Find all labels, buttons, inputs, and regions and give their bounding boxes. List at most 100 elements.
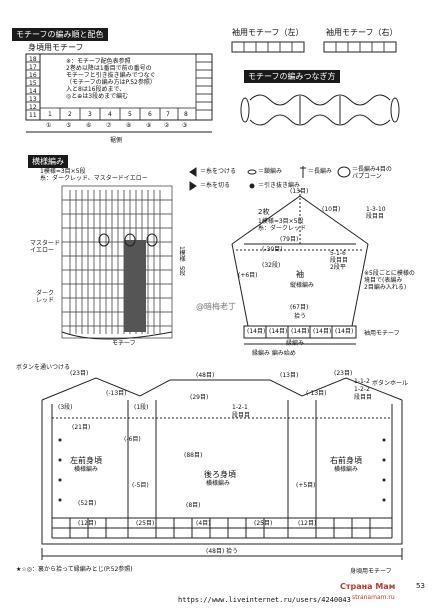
- grid-row-label: 18: [29, 56, 37, 63]
- body-shaping: 1-2-2: [354, 386, 370, 393]
- grid-row-label: 17: [29, 64, 37, 71]
- motif-join-header: モチーフの編みつなぎ方: [244, 70, 340, 83]
- note-line: 1模様=3目×5段: [258, 218, 304, 225]
- body-side-count: (3段): [58, 404, 73, 411]
- border-notes: 1模様=3目×5段 糸：ダークレッド、マスタードイエロー: [40, 168, 148, 182]
- body-side-count: (21目): [72, 424, 91, 431]
- note-line: （モチーフの編み方はP.52参照）: [66, 79, 156, 86]
- cuff-cell: (14目): [247, 328, 266, 335]
- sleeve-motif-left-title: 袖用モチーフ（左）: [232, 28, 304, 37]
- grid-mark: ②: [164, 122, 170, 129]
- body-shaping: 1-1-2: [354, 378, 370, 385]
- darkred-label: ダーク レッド: [36, 290, 55, 304]
- body-bottom-count: (12目): [298, 520, 317, 527]
- note-line: 段目目: [330, 257, 349, 264]
- body-pick-label: 拾う: [226, 548, 239, 555]
- body-top-count: (-13目): [306, 390, 327, 397]
- body-top-count: (23目): [334, 370, 353, 377]
- body-bottom-count: (4目): [196, 520, 211, 527]
- sleeve-top-sub: (10目): [322, 206, 341, 213]
- grid-col-label: 7: [166, 111, 170, 118]
- sleeve-bottom-count: (67目): [290, 304, 309, 311]
- body-bottom-count: (12目): [78, 520, 97, 527]
- sleeve-label: 袖: [296, 270, 304, 279]
- sleeve-row-info: 1-3-10 段目目: [366, 206, 386, 220]
- grid-row-label: 11: [29, 112, 37, 119]
- legend-long: ＝長編み: [308, 168, 333, 175]
- right-front-label: 右前身頃: [330, 456, 362, 465]
- sleeve-count: 2枚: [258, 208, 270, 216]
- watermark: @暗梅老丁: [196, 302, 236, 311]
- body-bottom-count: (25目): [254, 520, 273, 527]
- body-side-count: (+5目): [296, 482, 316, 489]
- note-line: 2巻め以降は1番目で前の番号の: [66, 65, 152, 72]
- body-motif-title: 身頃用モチーフ: [28, 43, 84, 52]
- grid-mark: ⑨: [146, 122, 152, 129]
- note-line: 糸：ダークレッド: [258, 225, 307, 232]
- grid-col-label: 3: [88, 111, 92, 118]
- grid-col-label: 6: [148, 111, 152, 118]
- page-number: 53: [416, 582, 425, 590]
- source-url: https://www.liveinternet.ru/users/424004…: [178, 596, 351, 604]
- cuff-cell: (14目): [313, 328, 332, 335]
- body-top-count: (29目): [190, 394, 209, 401]
- note-line: 糸：ダークレッド、マスタードイエロー: [40, 175, 148, 182]
- sleeve-row-info-2: 5-1-6 段目目 2段平: [330, 250, 348, 271]
- body-top-count: (-6目): [124, 436, 141, 443]
- site-name: Страна Мам: [340, 582, 396, 591]
- back-sub: 横様編み: [206, 480, 231, 487]
- body-side-count: (88目): [184, 452, 203, 459]
- grid-row-label: 15: [29, 80, 37, 87]
- body-shaping: 1-2-1: [232, 404, 248, 411]
- site-url: stranamam.ru: [352, 594, 395, 601]
- body-top-count: (48目): [196, 372, 215, 379]
- note-line: 1模様=3目×5段: [40, 168, 86, 175]
- sleeve-left-plus: (+6目): [238, 272, 258, 279]
- legend-chain: ＝鎖編み: [258, 168, 283, 175]
- grid-row-label: 12: [29, 104, 37, 111]
- body-footnote: ★☆◎：裏から拾って縁編みとじ(P.52参照): [16, 566, 133, 573]
- grid-mark: ⑥: [86, 122, 92, 129]
- grid-row-label: 13: [29, 96, 37, 103]
- body-side-count: (1段): [134, 404, 149, 411]
- body-side-count: (-5目): [132, 482, 149, 489]
- cuff-cell: (14目): [269, 328, 288, 335]
- back-label: 後ろ身頃: [204, 470, 236, 479]
- grid-col-label: 2: [68, 111, 72, 118]
- note-line: ◎と⊕は3段めまで編む: [66, 93, 129, 100]
- legend-popcorn: ＝長編み4目の パプコーン: [352, 166, 392, 180]
- grid-row-label: 14: [29, 88, 37, 95]
- note-line: 入と8は16段めまで、: [66, 86, 126, 93]
- pattern-repeat-label: 1模様: [178, 246, 185, 262]
- legend-slip: ＝引き抜き編み: [258, 182, 301, 189]
- sleeve-side-note: ※5段ごとに模様の 境目で(表編み 2目編み入れる): [364, 270, 415, 291]
- buttonhole-label: ボタンホール: [372, 380, 409, 387]
- body-side-count: (8目): [186, 502, 201, 509]
- body-bottom-count: (48目): [206, 548, 225, 555]
- sleeve-notes: 1模様=3目×5段 糸：ダークレッド: [258, 218, 306, 232]
- right-front-sub: 横様編み: [334, 466, 359, 473]
- note-line: ※：モチーフ配色表参照: [66, 58, 131, 65]
- body-shaping: 段目目: [232, 412, 251, 419]
- body-side-count: (52目): [78, 500, 97, 507]
- hem-side-label: 裾側: [110, 137, 123, 144]
- motif-label: モチーフ: [112, 340, 136, 347]
- sleeve-width: (79目): [280, 236, 299, 243]
- body-shaping: 段目目: [354, 394, 373, 401]
- border-pattern-header: 横様編み: [28, 155, 68, 168]
- mustard-label: マスタード イエロー: [30, 240, 61, 254]
- grid-mark: ⑦: [106, 122, 112, 129]
- note-line: 2段平: [330, 264, 346, 271]
- grid-mark: ①: [46, 122, 52, 129]
- note-line: 5-1-6: [330, 250, 346, 257]
- grid-mark: ⑤: [66, 122, 72, 129]
- rows-label: 5段: [178, 266, 185, 276]
- button-note: ボタンを通いつける: [16, 364, 71, 371]
- note-line: 段目目: [366, 213, 385, 220]
- grid-row-label: 16: [29, 72, 37, 79]
- grid-col-label: 5: [128, 111, 132, 118]
- note-line: モチーフと引き抜き編みでつなぐ: [66, 72, 156, 79]
- sleeve-motif-label: 袖用モチーフ: [364, 330, 400, 337]
- grid-col-label: 1: [48, 111, 52, 118]
